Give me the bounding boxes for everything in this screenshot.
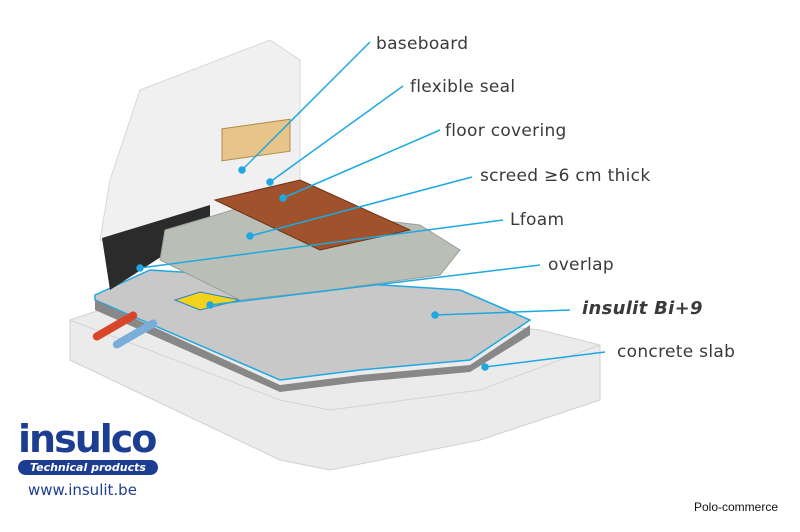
pipe-blue — [112, 319, 158, 349]
leader-flexible-seal — [269, 85, 404, 183]
insulco-logo: insulco Technical products www.insulit.b… — [18, 420, 158, 499]
credit-text: Polo-commerce — [693, 500, 778, 514]
label-screed: screed ≥6 cm thick — [480, 166, 651, 186]
leader-baseboard — [241, 41, 371, 171]
leader-lfoam — [139, 219, 504, 269]
pipe-red — [92, 311, 138, 341]
label-insulit: insulit Bi+9 — [582, 298, 703, 319]
label-concrete-slab: concrete slab — [617, 342, 736, 362]
label-floor-covering: floor covering — [445, 121, 567, 141]
wall — [99, 39, 301, 261]
leader-floor-covering — [282, 129, 441, 199]
label-flexible-seal: flexible seal — [410, 77, 516, 97]
leader-insulit — [434, 309, 571, 316]
logo-wordmark: insulco — [18, 417, 157, 461]
label-baseboard: baseboard — [376, 34, 469, 54]
leader-concrete-slab — [484, 351, 606, 368]
leader-overlap — [209, 264, 541, 306]
label-lfoam: Lfoam — [510, 210, 565, 230]
website-url: www.insulit.be — [28, 481, 137, 499]
leader-screed — [249, 176, 473, 237]
label-overlap: overlap — [548, 255, 614, 275]
logo-tagline: Technical products — [18, 460, 158, 475]
floor-covering — [213, 179, 412, 251]
